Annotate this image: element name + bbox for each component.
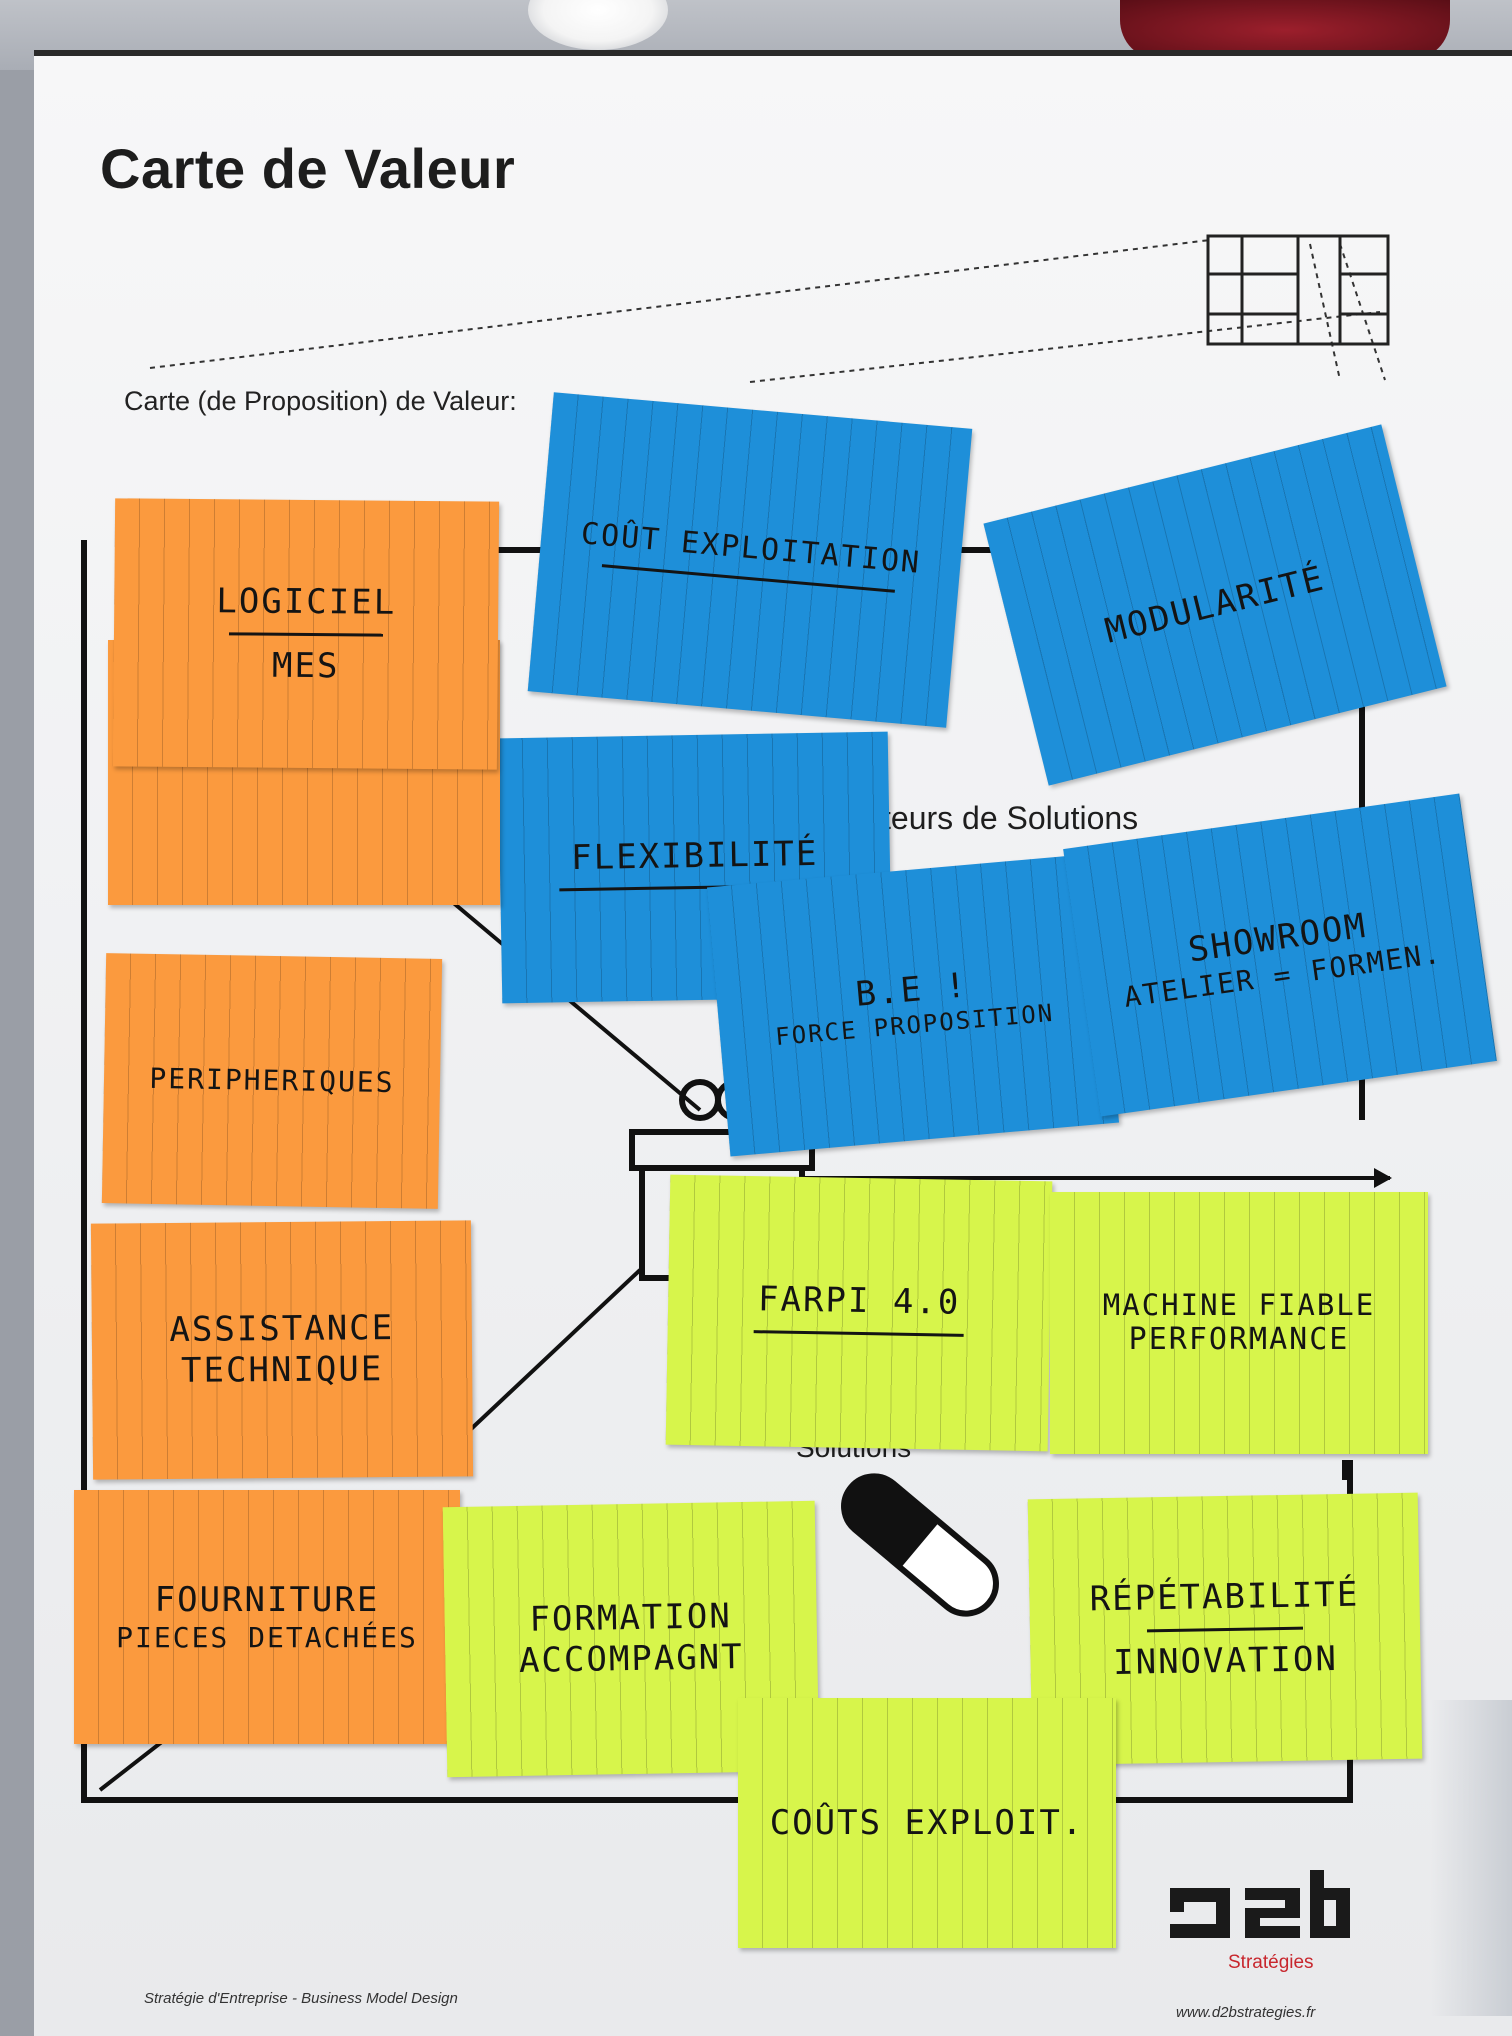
note-text: PIECES DETACHÉES — [116, 1620, 418, 1654]
note-text: ACCOMPAGNT — [518, 1637, 745, 1681]
note-text: ASSISTANCE — [169, 1308, 395, 1351]
note-text: PERIPHERIQUES — [149, 1062, 395, 1100]
note-underline — [229, 631, 383, 637]
note-text: PERFORMANCE — [1128, 1322, 1350, 1358]
sticky-note-showroom: SHOWROOM ATELIER = FORMEN. — [1063, 793, 1497, 1117]
poster-subtitle: Carte (de Proposition) de Valeur: — [124, 386, 517, 416]
d2b-logo-icon — [1170, 1870, 1350, 1938]
note-text: MODULARITÉ — [1101, 558, 1329, 652]
footer-right-text: www.d2bstrategies.fr — [1176, 2004, 1316, 2021]
note-text: FARPI 4.0 — [757, 1279, 961, 1323]
sticky-note-cout-exploitation: COÛT EXPLOITATION — [527, 392, 973, 728]
note-underline — [1146, 1626, 1304, 1632]
sticky-note-logiciel-mes: LOGICIEL MES — [112, 498, 500, 770]
sticky-note-farpi: FARPI 4.0 — [665, 1174, 1053, 1452]
note-text: LOGICIEL — [216, 580, 397, 623]
printed-label-solutions-creators: teurs de Solutions — [882, 800, 1139, 836]
note-text: COÛT EXPLOITATION — [579, 515, 923, 581]
poster-title: Carte de Valeur — [100, 137, 516, 200]
shadow-edge — [1430, 1700, 1512, 2016]
note-text: FOURNITURE — [154, 1579, 380, 1620]
map-icon — [1206, 234, 1390, 346]
pill-icon — [841, 1473, 999, 1617]
note-text: MACHINE FIABLE — [1102, 1287, 1376, 1322]
note-text: COÛTS EXPLOIT. — [769, 1802, 1085, 1843]
note-text: RÉPÉTABILITÉ — [1089, 1574, 1360, 1620]
sticky-note-peripheriques: PERIPHERIQUES — [101, 953, 443, 1209]
note-underline — [753, 1330, 964, 1337]
sticky-note-assistance-technique: ASSISTANCE TECHNIQUE — [90, 1220, 474, 1480]
sticky-note-machine-fiable: MACHINE FIABLE PERFORMANCE — [1050, 1192, 1428, 1454]
logo-subtitle: Stratégies — [1228, 1952, 1314, 1973]
note-text: FORMATION — [529, 1596, 733, 1640]
note-text: INNOVATION — [1112, 1638, 1339, 1683]
note-text: MES — [271, 645, 340, 686]
sticky-note-fourniture-pieces: FOURNITURE PIECES DETACHÉES — [74, 1490, 460, 1744]
note-text: FLEXIBILITÉ — [570, 833, 819, 878]
note-text: TECHNIQUE — [180, 1349, 384, 1391]
footer-left-text: Stratégie d'Entreprise - Business Model … — [144, 1990, 458, 2007]
sticky-note-couts-exploit: COÛTS EXPLOIT. — [738, 1698, 1116, 1948]
sticky-note-be-force-proposition: B.E ! FORCE PROPOSITION — [706, 853, 1120, 1157]
